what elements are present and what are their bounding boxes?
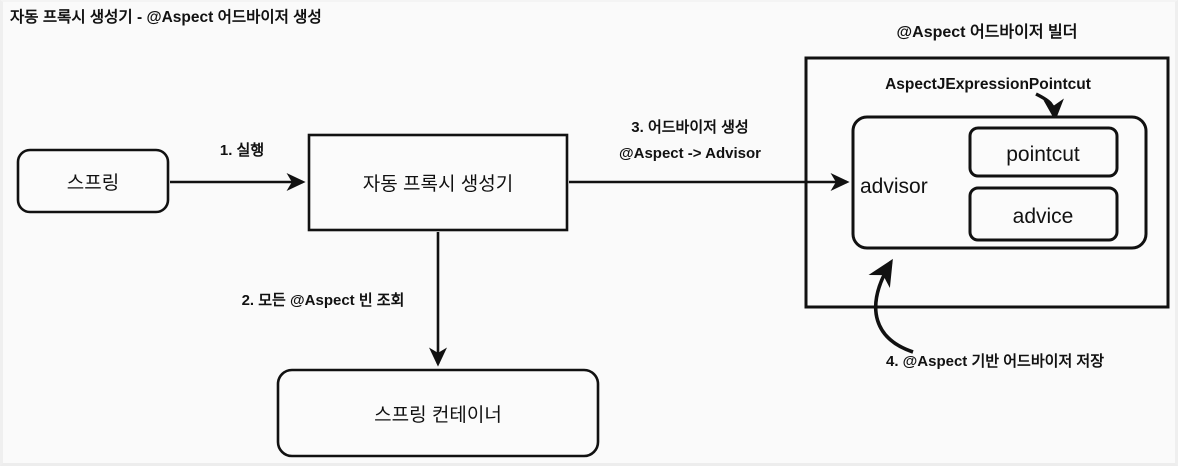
edge-step4-label: 4. @Aspect 기반 어드바이저 저장: [886, 352, 1104, 370]
edge-step2-label: 2. 모든 @Aspect 빈 조회: [242, 292, 405, 309]
edge-step1-label: 1. 실행: [220, 142, 264, 159]
edge-step3-label-line1: 3. 어드바이저 생성: [631, 118, 748, 136]
spring-container-box: [276, 368, 600, 458]
classname-to-pointcut-arrow: [1035, 92, 1064, 121]
auto-proxy-creator-box: [307, 133, 569, 232]
pointcut-box: [968, 126, 1119, 178]
aspectj-expression-pointcut-label: AspectJExpressionPointcut: [885, 76, 1091, 93]
diagram-title: 자동 프록시 생성기 - @Aspect 어드바이저 생성: [10, 8, 322, 26]
advisor-label: advisor: [860, 175, 928, 198]
spring-box: [16, 148, 170, 214]
advice-label: advice: [1013, 205, 1074, 228]
spring-label: 스프링: [67, 172, 119, 194]
pointcut-label: pointcut: [1006, 143, 1080, 166]
spring-container-label: 스프링 컨테이너: [374, 404, 502, 426]
section-title: @Aspect 어드바이저 빌더: [897, 23, 1078, 41]
auto-proxy-creator-label: 자동 프록시 생성기: [363, 173, 513, 195]
advice-box: [968, 186, 1119, 242]
edge-step4-curved-arrow: [868, 258, 914, 354]
edge-step3-label-line2: @Aspect -> Advisor: [619, 145, 761, 162]
